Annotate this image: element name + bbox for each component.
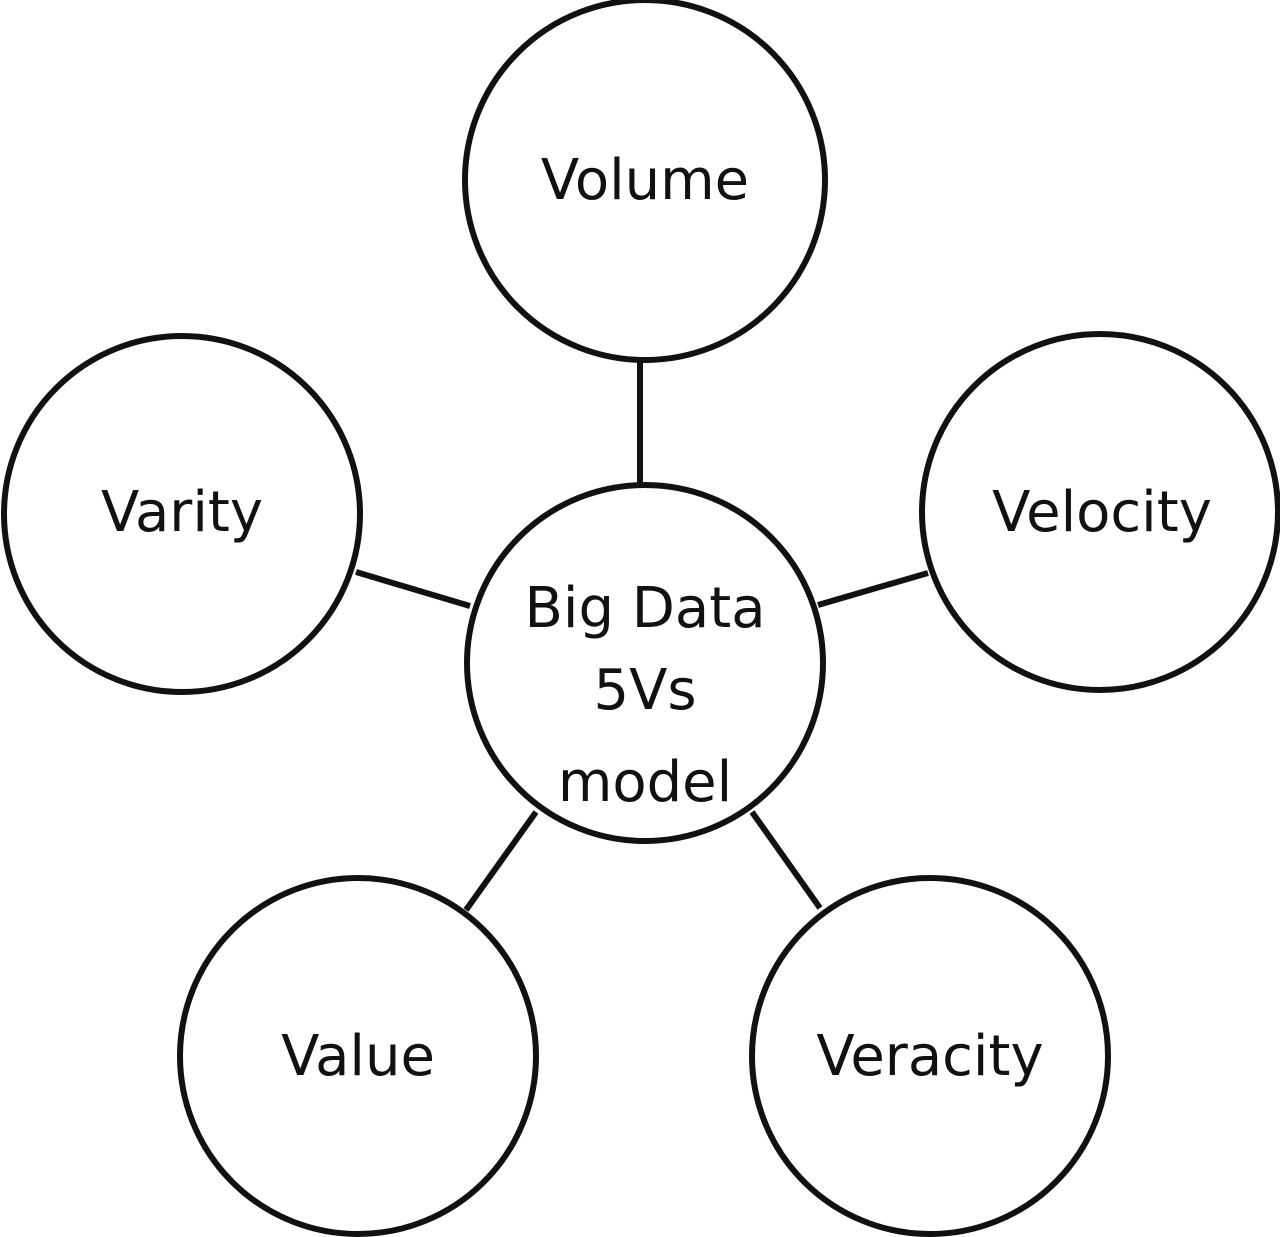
node-value-label: Value [281,1024,435,1089]
node-velocity-label: Velocity [992,480,1212,545]
connector-velocity [817,570,929,608]
center-label-line-2: 5Vs [593,658,696,723]
node-volume: Volume [462,0,828,363]
node-volume-circle [462,0,828,363]
node-varity-label: Varity [101,480,263,545]
connector-veracity [749,810,823,910]
center-label-line-3: model [558,750,732,815]
node-velocity-circle [919,331,1280,693]
center-node-circle [464,482,826,844]
center-node: Big Data 5Vs model [464,482,826,844]
node-velocity: Velocity [919,331,1280,693]
node-veracity-label: Veracity [816,1024,1043,1089]
center-label-line-1: Big Data [524,576,765,641]
connector-value [463,810,539,912]
node-veracity-circle [749,875,1111,1237]
connector-varity [355,569,471,609]
node-varity: Varity [1,333,363,695]
node-value-circle [177,875,539,1237]
node-varity-circle [1,333,363,695]
node-veracity: Veracity [749,875,1111,1237]
node-value: Value [177,875,539,1237]
node-volume-label: Volume [541,148,749,213]
